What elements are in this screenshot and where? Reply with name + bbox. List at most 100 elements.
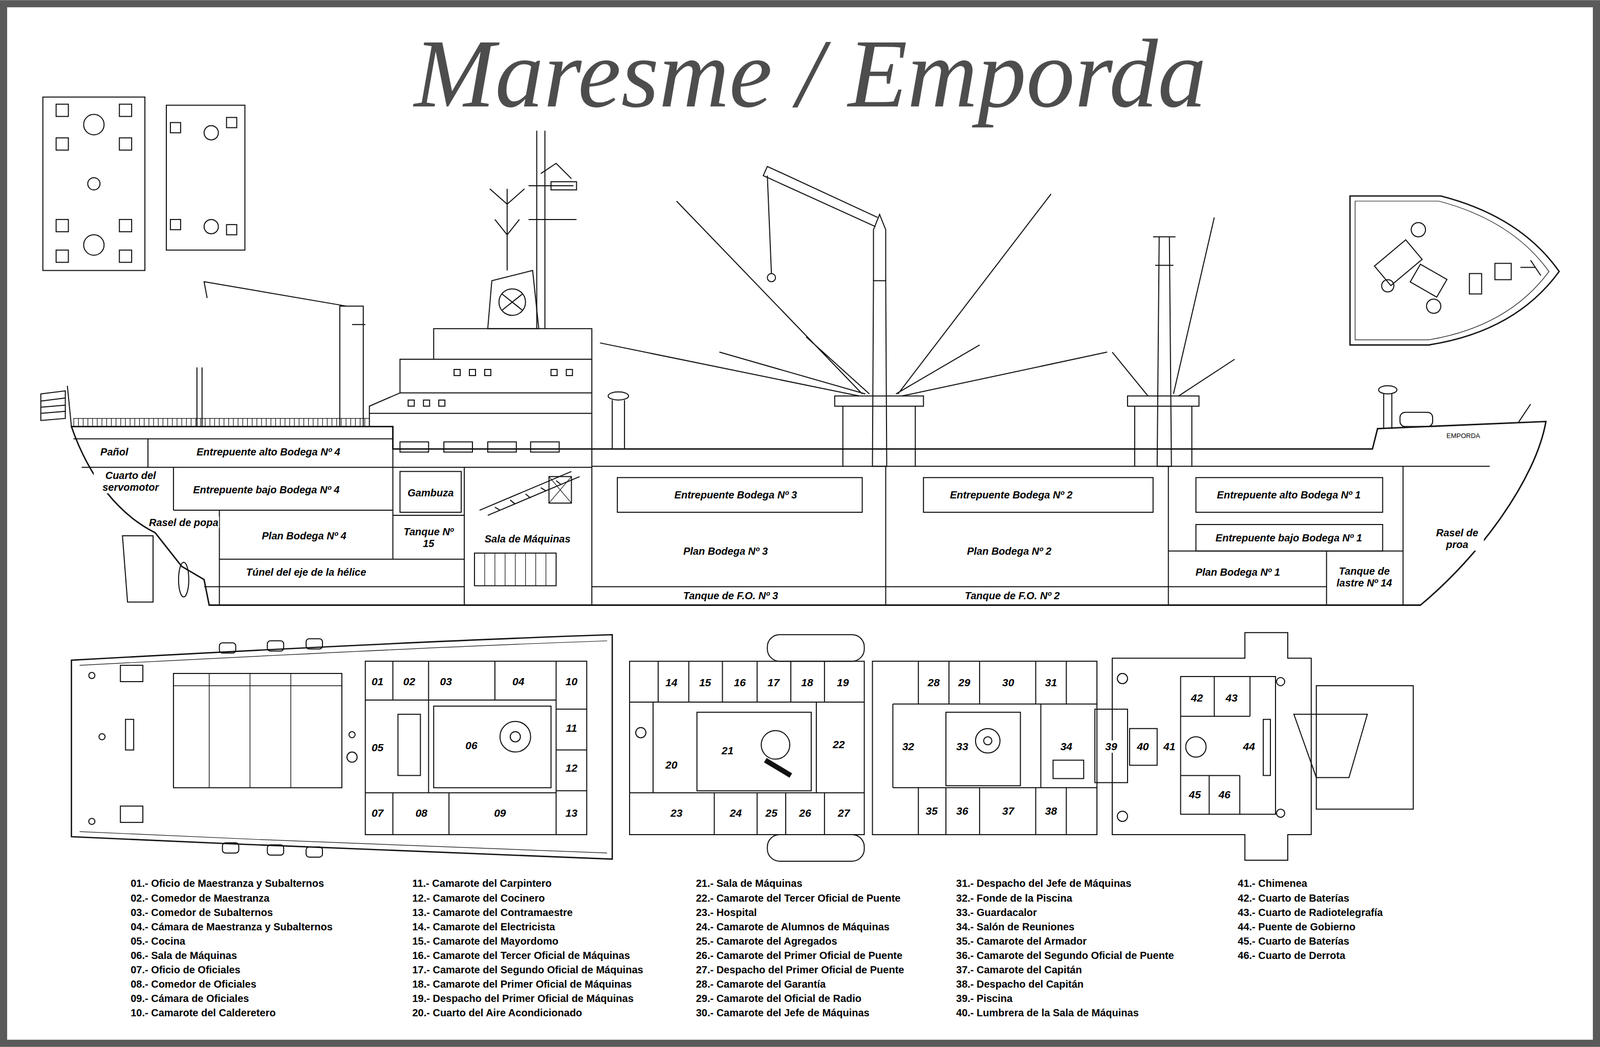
callout-number: 08 (414, 807, 429, 820)
mess-table-plan (56, 137, 69, 150)
mess-table-plan (87, 177, 100, 190)
superstructure (499, 288, 526, 316)
legend-entry: 05.- Cocina (129, 935, 187, 947)
callout-number: 42 (1190, 692, 1204, 705)
boat-deck-plan (1052, 760, 1084, 780)
superstructure (528, 130, 577, 329)
compartment-label: Entrepuente Bodega Nº 3 (673, 488, 799, 501)
ship-profile (1196, 477, 1383, 513)
legend-entry: 40.- Lumbrera de la Sala de Máquinas (955, 1007, 1140, 1020)
officers-deck-plan (761, 730, 790, 760)
rudder-propeller (122, 535, 189, 603)
superstructure (369, 130, 593, 452)
compartment-label: Entrepuente bajo Bodega Nº 4 (191, 483, 341, 496)
compartment-label: Plan Bodega Nº 2 (965, 545, 1053, 557)
officers-deck-plan (767, 834, 864, 862)
callout-number: 20 (664, 759, 679, 772)
mess-table-plan (56, 219, 69, 232)
aft-deck-gear (204, 282, 366, 427)
legend-entry: 22.- Camarote del Tercer Oficial de Puen… (695, 892, 902, 904)
superstructure (469, 369, 476, 376)
poop-deck-plan (222, 842, 240, 854)
mess-table-plan (42, 97, 246, 271)
compartment-label: Plan Bodega Nº 4 (261, 529, 348, 542)
mess-table-plan (83, 234, 104, 256)
poop-deck-plan (173, 673, 342, 788)
poop-deck-plan (306, 638, 323, 650)
engine-room (549, 476, 572, 504)
legend-entry: 31.- Despacho del Jefe de Máquinas (955, 877, 1133, 890)
superstructure (369, 328, 593, 449)
callout-number: 41 (1162, 740, 1177, 753)
mess-table-plan (56, 250, 69, 263)
poop-deck-plan (267, 845, 284, 856)
callout-number: 14 (664, 676, 679, 689)
compartment-label: Tanque de lastre Nº 14 (1332, 565, 1397, 590)
callout-number: 19 (835, 676, 850, 689)
masts-and-booms (599, 166, 1531, 467)
poop-deck-plan (98, 733, 105, 741)
callout-number: 18 (800, 676, 814, 689)
legend-entry: 09.- Cámara de Oficiales (129, 992, 250, 1005)
legend-entry: 17.- Camarote del Segundo Oficial de Máq… (411, 964, 644, 977)
callout-number: 40 (1135, 740, 1150, 753)
superstructure (487, 442, 517, 453)
boat-deck-plan (983, 737, 992, 746)
poop-deck-plan (267, 640, 284, 652)
frame (3, 3, 1597, 1044)
callout-number: 46 (1217, 788, 1232, 802)
callout-number: 09 (492, 807, 507, 820)
crew-deck-plan (365, 661, 588, 835)
legend-entry: 33.- Guardacalor (955, 906, 1039, 919)
callout-number: 24 (728, 807, 743, 820)
poop-deck-plan (219, 642, 236, 654)
superstructure (551, 369, 558, 376)
poop-deck-plan (71, 634, 613, 860)
engine-room (474, 471, 580, 586)
compartment-label: Tanque de F.O. Nº 3 (682, 590, 780, 602)
masts-and-booms (1127, 236, 1200, 467)
legend-entry: 30.- Camarote del Jefe de Máquinas (695, 1007, 871, 1020)
mess-table-plan (83, 114, 104, 136)
superstructure (453, 369, 461, 376)
aft-deck-gear (197, 367, 203, 427)
callout-number: 28 (926, 676, 941, 689)
officers-deck-plan (629, 661, 865, 835)
callout-number: 35 (924, 805, 939, 818)
mess-table-plan (204, 125, 219, 140)
bridge-deck-plan (1263, 719, 1271, 776)
mess-table-plan (119, 137, 132, 150)
compartment-label: Plan Bodega Nº 3 (682, 545, 769, 557)
mess-table-plan (119, 250, 132, 263)
aft-deck-gear (40, 385, 72, 427)
legend-entry: 15.- Camarote del Mayordomo (411, 935, 560, 947)
mess-table-plan (170, 122, 181, 134)
forecastle-plan (1495, 263, 1512, 280)
engine-room (479, 471, 580, 516)
boat-deck-plan (975, 728, 1001, 754)
bridge-deck-plan (1112, 632, 1312, 861)
legend-entry: 26.- Camarote del Primer Oficial de Puen… (695, 949, 904, 962)
forecastle-plan (1520, 260, 1541, 276)
compass-deck-plan (1316, 685, 1414, 810)
callout-number: 11 (565, 722, 579, 735)
crew-deck-plan (365, 661, 588, 835)
masts-and-booms (1518, 404, 1531, 423)
callout-number: 16 (732, 676, 747, 689)
rudder-propeller (122, 535, 154, 603)
boat-deck-plan (945, 712, 1021, 787)
poop-deck-plan (347, 752, 358, 763)
forecastle-plan (1410, 264, 1447, 297)
compartment-label: Túnel del eje de la hélice (245, 566, 368, 579)
legend-entry: 16.- Camarote del Tercer Oficial de Máqu… (411, 949, 631, 962)
legend-entry: 44.- Puente de Gobierno (1236, 920, 1357, 933)
callout-number: 05 (370, 741, 385, 754)
legend-entry: 37.- Camarote del Capitán (955, 964, 1084, 977)
callout-number: 29 (957, 676, 971, 689)
callout-number: 26 (797, 807, 812, 820)
compartment-label: Entrepuente alto Bodega Nº 4 (195, 446, 342, 459)
masts-and-booms (834, 396, 924, 467)
bridge-deck-plan (1276, 809, 1285, 818)
crew-deck-plan (398, 714, 421, 776)
callout-number: 23 (669, 807, 684, 820)
